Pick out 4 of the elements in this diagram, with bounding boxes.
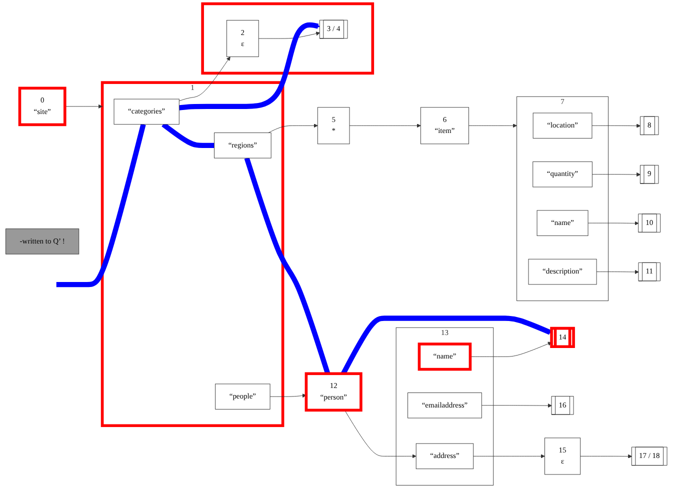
cluster xyxy=(201,2,374,75)
connector xyxy=(244,157,330,374)
connector xyxy=(162,122,215,148)
connector xyxy=(56,124,146,288)
